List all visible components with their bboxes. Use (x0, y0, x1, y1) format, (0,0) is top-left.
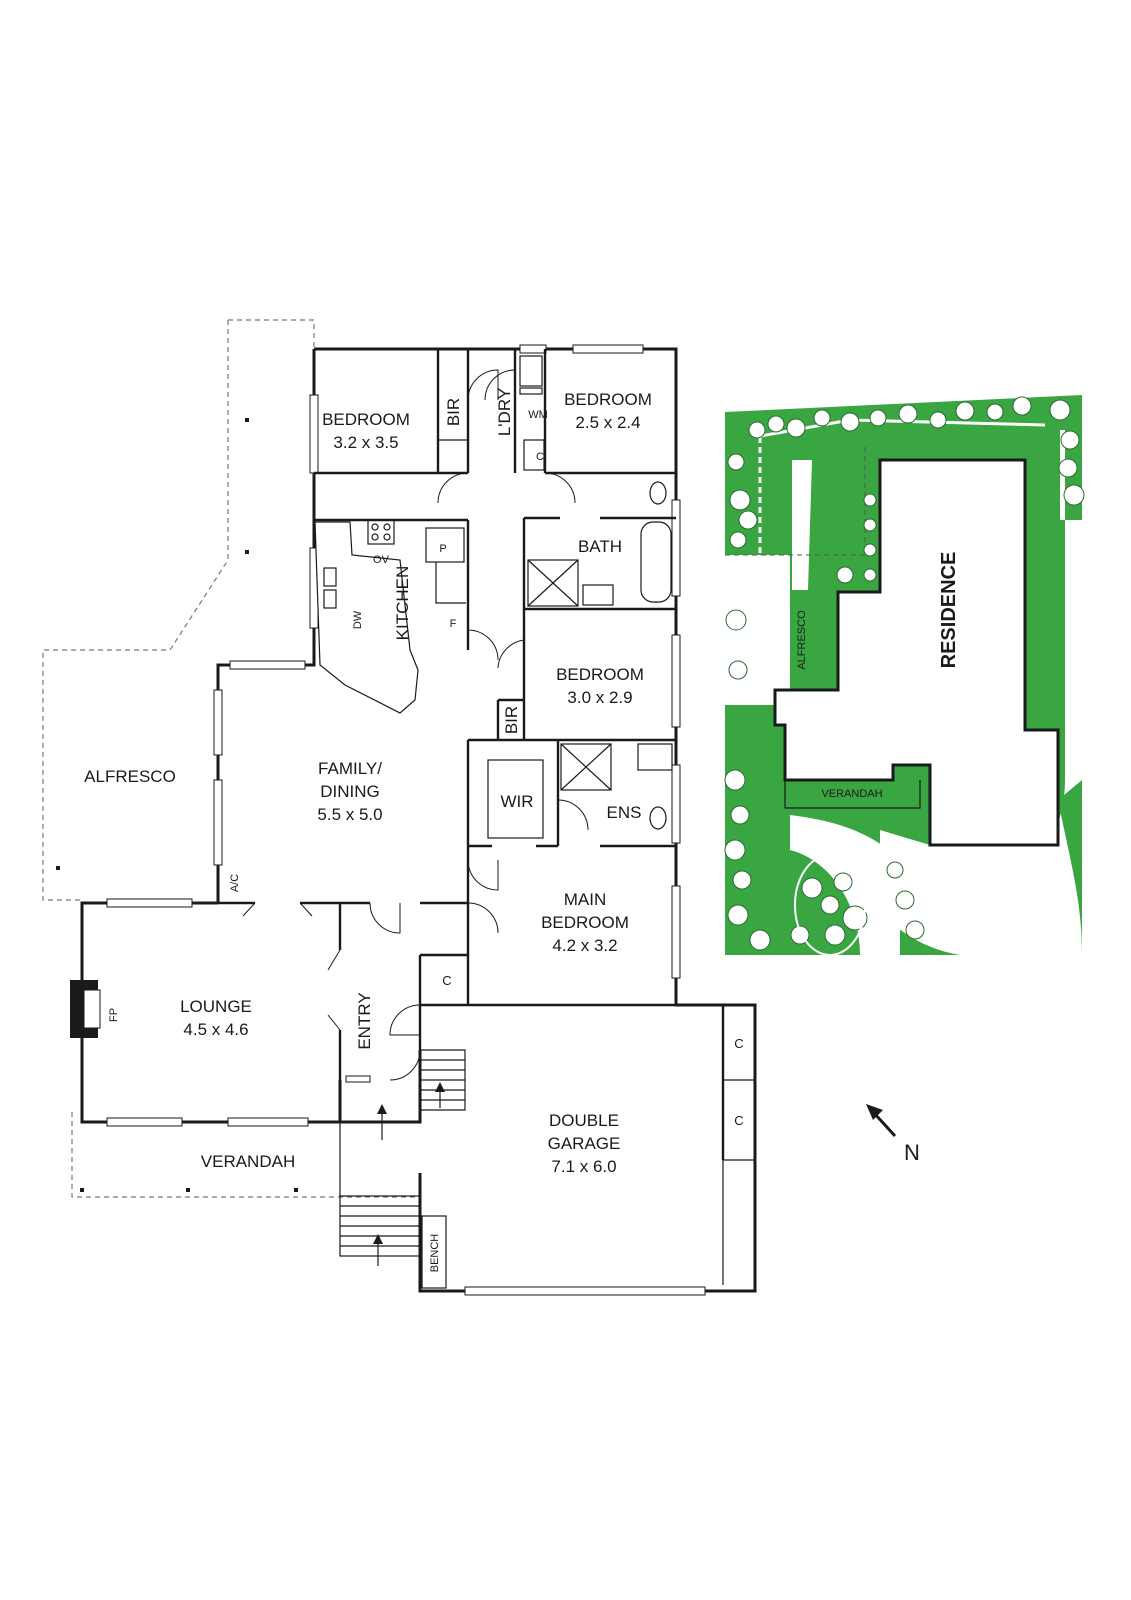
entry-arrows (373, 1082, 445, 1266)
alfresco-label: ALFRESCO (84, 767, 176, 786)
site-alfresco-label: ALFRESCO (796, 610, 808, 670)
garage-cupboard-1-label: C (734, 1036, 743, 1051)
north-arrow-icon: N (866, 1104, 920, 1165)
room-labels: BEDROOM 3.2 x 3.5 BIR L'DRY WM C BEDROOM… (84, 388, 744, 1272)
fridge-label: F (450, 618, 457, 630)
fireplace-label: FP (108, 1008, 120, 1022)
dishwasher-label: DW (352, 610, 364, 629)
verandah-label: VERANDAH (201, 1152, 295, 1171)
room-size-family: 5.5 x 5.0 (317, 805, 382, 824)
garage-cupboard-2-label: C (734, 1113, 743, 1128)
alfresco-outline (42, 319, 420, 1198)
hall-cupboard-label: C (442, 973, 451, 988)
kitchen-label: KITCHEN (393, 566, 412, 641)
room-size-lounge: 4.5 x 4.6 (183, 1020, 248, 1039)
room-name-main-bedroom-line1: MAIN (564, 890, 607, 909)
room-name-family-line2: DINING (320, 782, 380, 801)
door-swings (242, 369, 589, 1081)
room-size-main-bedroom: 4.2 x 3.2 (552, 936, 617, 955)
oven-label: OV (373, 554, 390, 566)
room-name-garage-line1: DOUBLE (549, 1111, 619, 1130)
wir-label: WIR (500, 792, 533, 811)
ac-label: A/C (229, 874, 241, 892)
residence-label: RESIDENCE (938, 552, 960, 669)
bath-label: BATH (578, 537, 622, 556)
entry-label: ENTRY (355, 992, 374, 1049)
bir-1-label: BIR (444, 398, 463, 426)
room-name-bedroom-3: BEDROOM (556, 665, 644, 684)
exterior-walls (80, 347, 757, 1293)
bench-label: BENCH (429, 1234, 441, 1273)
laundry-label: L'DRY (495, 388, 514, 436)
room-size-bedroom-2: 2.5 x 2.4 (575, 413, 640, 432)
room-size-bedroom-1: 3.2 x 3.5 (333, 433, 398, 452)
windows (106, 344, 706, 1296)
trees (724, 396, 1085, 951)
interior-walls (218, 349, 755, 1289)
ens-label: ENS (607, 803, 642, 822)
room-name-garage-line2: GARAGE (548, 1134, 621, 1153)
room-size-garage: 7.1 x 6.0 (551, 1157, 616, 1176)
room-size-bedroom-3: 3.0 x 2.9 (567, 688, 632, 707)
wm-label: WM (528, 409, 548, 421)
laundry-cupboard-label: C (536, 451, 544, 463)
residence-footprint (773, 458, 1060, 847)
room-name-family-line1: FAMILY/ (318, 759, 382, 778)
north-label: N (904, 1140, 920, 1165)
bir-2-label: BIR (502, 706, 521, 734)
site-verandah-label: VERANDAH (821, 788, 882, 800)
room-name-bedroom-1: BEDROOM (322, 410, 410, 429)
room-name-main-bedroom-line2: BEDROOM (541, 913, 629, 932)
site-plan: RESIDENCE ALFRESCO VERANDAH (724, 395, 1085, 956)
room-name-bedroom-2: BEDROOM (564, 390, 652, 409)
pantry-label: P (439, 543, 446, 555)
room-name-lounge: LOUNGE (180, 997, 252, 1016)
